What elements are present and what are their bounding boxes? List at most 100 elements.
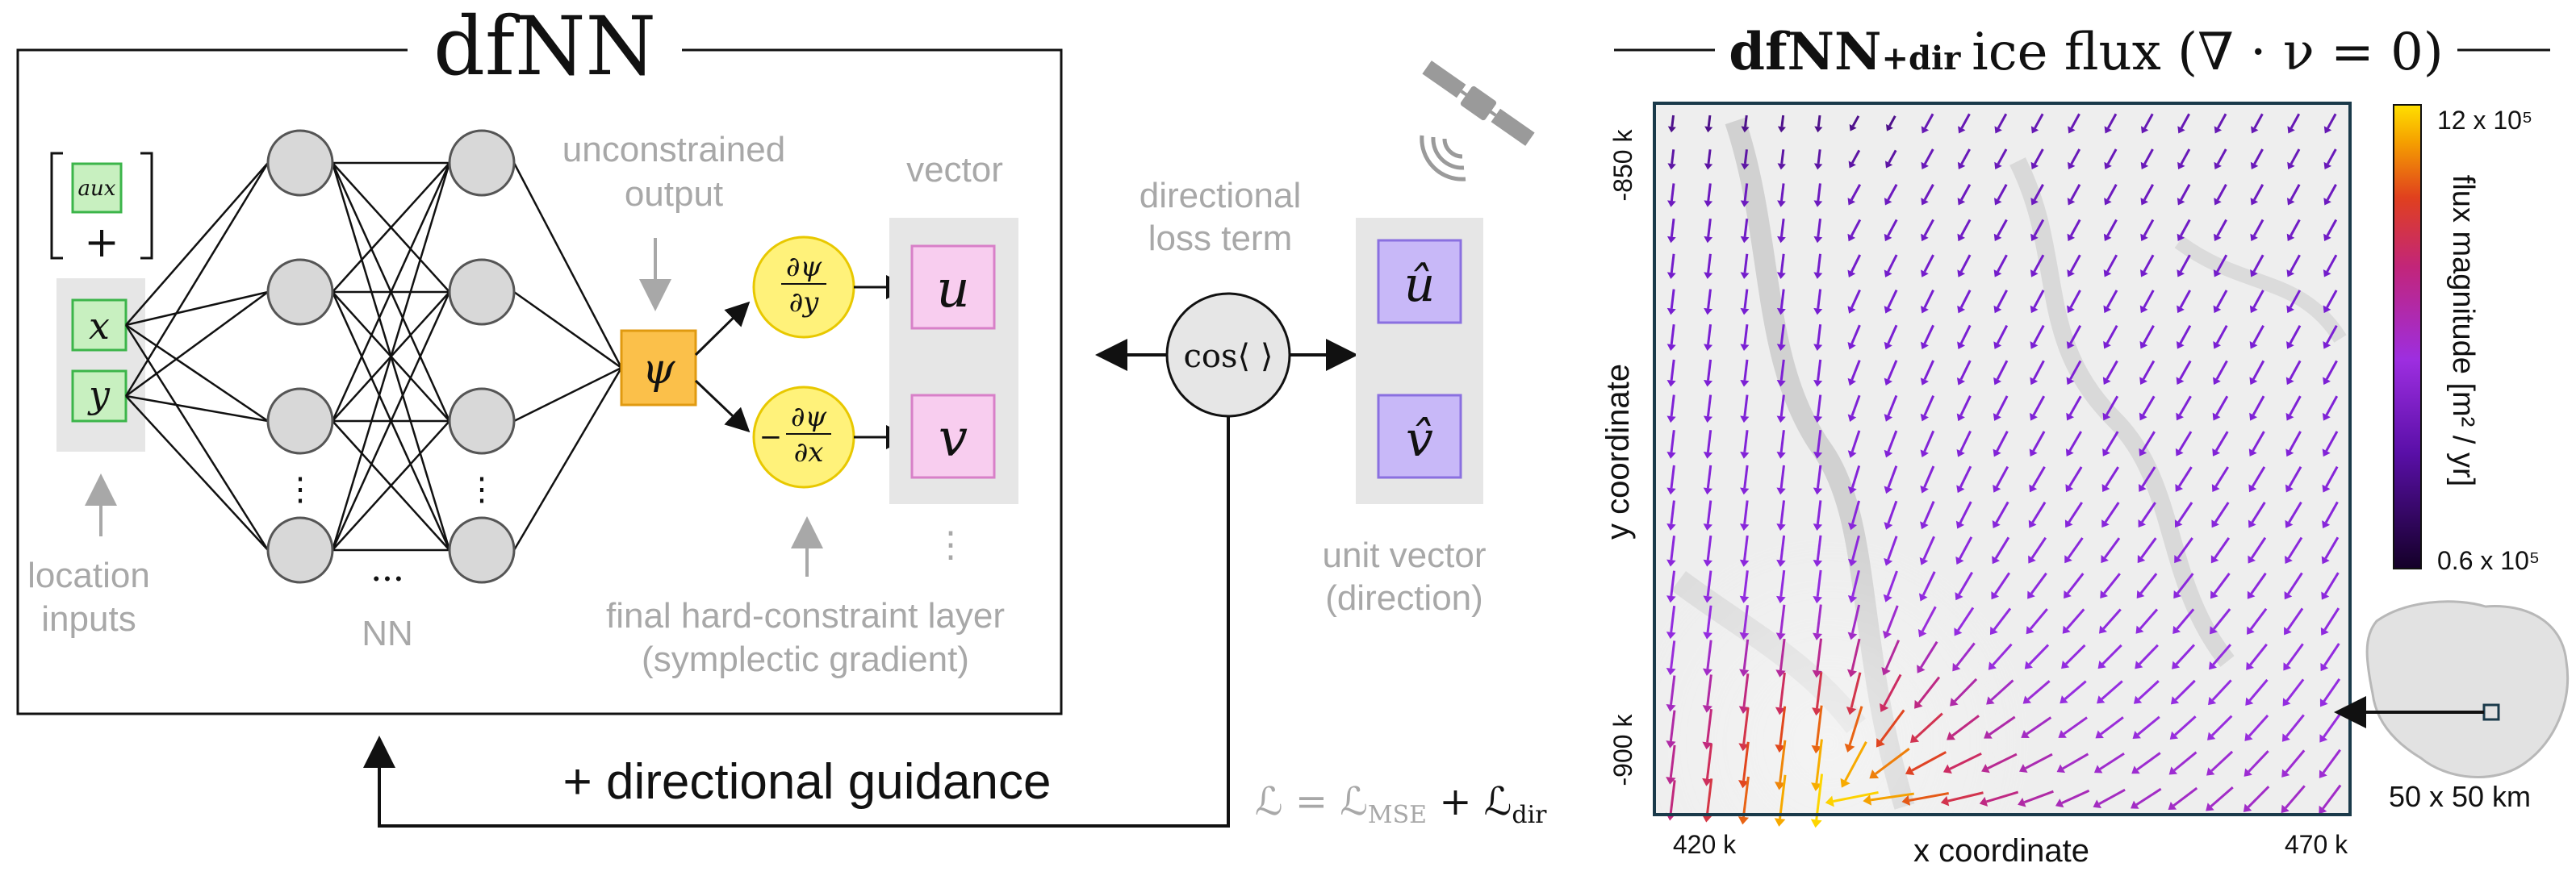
- quiver-arrow: [2323, 643, 2340, 666]
- quiver-arrow: [1883, 673, 1902, 707]
- quiver-arrowhead: [1825, 795, 1834, 807]
- quiver-arrow: [2251, 466, 2266, 488]
- quiver-arrow: [2217, 113, 2227, 129]
- quiver-arrowhead: [1775, 707, 1786, 715]
- quiver-arrowhead: [2321, 591, 2330, 600]
- directional-label-1: directional: [1140, 176, 1302, 215]
- quiver-arrow: [2288, 431, 2302, 452]
- quiver-arrowhead: [2248, 555, 2256, 564]
- quiver-arrow: [2138, 680, 2160, 701]
- quiver-arrow: [2289, 254, 2301, 273]
- quiver-arrowhead: [2250, 198, 2259, 206]
- quiver-arrowhead: [1813, 523, 1823, 532]
- quiver-arrow: [1844, 741, 1867, 782]
- quiver-arrow: [2143, 184, 2155, 201]
- quiver-arrowhead: [2284, 627, 2292, 636]
- quiver-arrow: [2106, 324, 2118, 344]
- quiver-arrowhead: [2286, 305, 2294, 314]
- quiver-arrow: [1743, 465, 1749, 489]
- quiver-arrowhead: [1813, 559, 1823, 567]
- quiver-arrow: [1743, 570, 1749, 597]
- nn-edge: [513, 290, 622, 369]
- quiver-arrow: [1887, 324, 1898, 344]
- quiver-arrow: [2326, 219, 2338, 236]
- quiver-arrowhead: [1666, 236, 1676, 244]
- quiver-arrowhead: [2103, 269, 2112, 277]
- quiver-arrowhead: [2101, 555, 2109, 564]
- quiver-arrowhead: [2131, 800, 2139, 809]
- quiver-arrow: [1954, 678, 1978, 703]
- quiver-arrowhead: [1993, 377, 2002, 386]
- quiver-arrowhead: [1950, 698, 1959, 707]
- quiver-arrowhead: [2135, 625, 2144, 634]
- quiver-arrow: [2323, 678, 2341, 703]
- quiver-arrowhead: [2139, 340, 2148, 349]
- quiver-arrowhead: [1813, 451, 1823, 459]
- quiver-arrow: [1850, 394, 1861, 416]
- quiver-arrowhead: [1740, 272, 1750, 279]
- quiver-arrowhead: [1876, 738, 1885, 748]
- quiver-arrowhead: [2170, 696, 2180, 705]
- quiver-arrowhead: [1666, 487, 1676, 495]
- quiver-arrowhead: [1813, 379, 1823, 387]
- quiver-arrowhead: [2322, 412, 2331, 421]
- quiver-arrow: [2322, 748, 2341, 774]
- quiver-arrow: [1851, 500, 1861, 524]
- quiver-arrowhead: [1847, 233, 1856, 242]
- vector-label: vector: [906, 150, 1003, 190]
- quiver-arrowhead: [2286, 269, 2295, 277]
- quiver-arrow: [2139, 573, 2158, 594]
- quiver-arrowhead: [2248, 448, 2257, 457]
- quiver-arrowhead: [1884, 306, 1892, 314]
- quiver-arrowhead: [1774, 782, 1786, 790]
- quiver-arrow: [1779, 253, 1785, 273]
- quiver-arrow: [1706, 500, 1712, 524]
- quiver-arrow: [2103, 573, 2121, 594]
- quiver-arrowhead: [1847, 198, 1856, 206]
- quiver-arrow: [1817, 359, 1822, 381]
- quiver-arrow: [2143, 148, 2154, 165]
- quiver-arrowhead: [2249, 412, 2258, 421]
- quiver-arrow: [2106, 290, 2118, 308]
- quiver-arrow: [1960, 148, 1971, 165]
- quiver-arrowhead: [2140, 233, 2148, 242]
- aux-label: aux: [78, 177, 116, 201]
- nn-edge: [124, 324, 270, 551]
- quiver-arrowhead: [2093, 765, 2103, 774]
- quiver-arrow: [2214, 466, 2229, 487]
- quiver-arrowhead: [1739, 523, 1750, 531]
- quiver-arrow: [1706, 570, 1712, 597]
- quiver-arrowhead: [2062, 625, 2071, 634]
- quiver-arrow: [1779, 569, 1786, 597]
- quiver-arrowhead: [2281, 769, 2290, 778]
- quiver-arrow: [1851, 535, 1860, 561]
- nn-edge: [513, 366, 622, 423]
- colorbar-label: flux magnitude [m² / yr]: [2446, 175, 2480, 486]
- quiver-arrowhead: [2139, 377, 2147, 385]
- feedback-loop-line: [363, 416, 1230, 828]
- quiver-arrow: [1671, 115, 1675, 127]
- quiver-arrow: [2069, 219, 2081, 236]
- quiver-arrowhead: [1740, 487, 1750, 495]
- quiver-arrow: [2287, 536, 2303, 559]
- quiver-arrow: [1743, 289, 1749, 309]
- quiver-arrow: [1779, 638, 1786, 671]
- quiver-arrowhead: [1777, 200, 1786, 207]
- quiver-arrowhead: [2247, 590, 2256, 599]
- quiver-arrow: [2025, 753, 2053, 769]
- quiver-arrowhead: [2284, 591, 2293, 600]
- quiver-arrowhead: [2322, 448, 2331, 457]
- quiver-arrowhead: [1703, 451, 1713, 459]
- quiver-arrowhead: [1776, 307, 1786, 315]
- directional-loss: directional loss term cos⟨ ⟩ û v̂ unit v…: [363, 60, 1547, 829]
- quiver-arrowhead: [2320, 662, 2329, 672]
- quiver-arrow: [2143, 254, 2155, 273]
- quiver-arrow: [2033, 184, 2044, 201]
- quiver-arrowhead: [1740, 379, 1750, 387]
- quiver-arrow: [2290, 184, 2301, 201]
- quiver-arrowhead: [1738, 816, 1750, 825]
- quiver-arrow: [1959, 536, 1973, 560]
- quiver-arrow: [2214, 431, 2229, 452]
- quiver-arrow: [1670, 570, 1676, 597]
- quiver-arrowhead: [2287, 161, 2295, 170]
